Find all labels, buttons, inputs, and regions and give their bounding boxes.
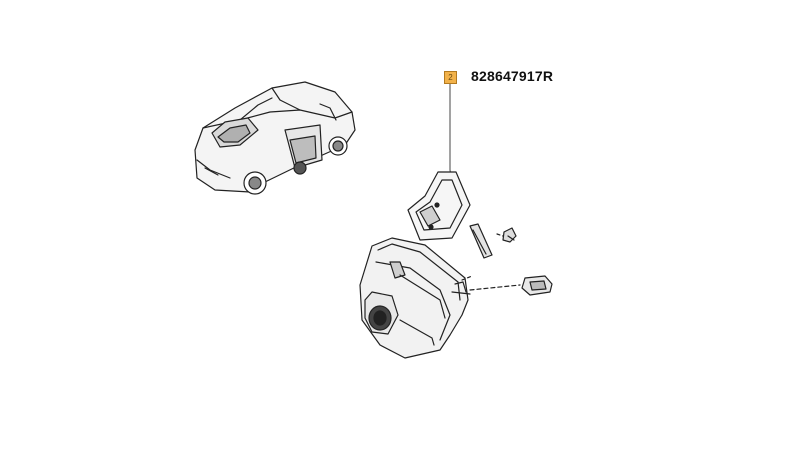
trim-strip-icon [469, 223, 493, 259]
part-number-label: 828647917R [471, 68, 554, 84]
clip-icon [496, 227, 517, 243]
callout-leader-line [449, 83, 453, 183]
callout-marker[interactable]: 2 [444, 71, 457, 84]
switch-icon [469, 275, 553, 296]
door-trim-panel-icon [359, 237, 473, 359]
bezel-frame-icon [407, 171, 471, 241]
car-overview-icon [194, 81, 356, 195]
